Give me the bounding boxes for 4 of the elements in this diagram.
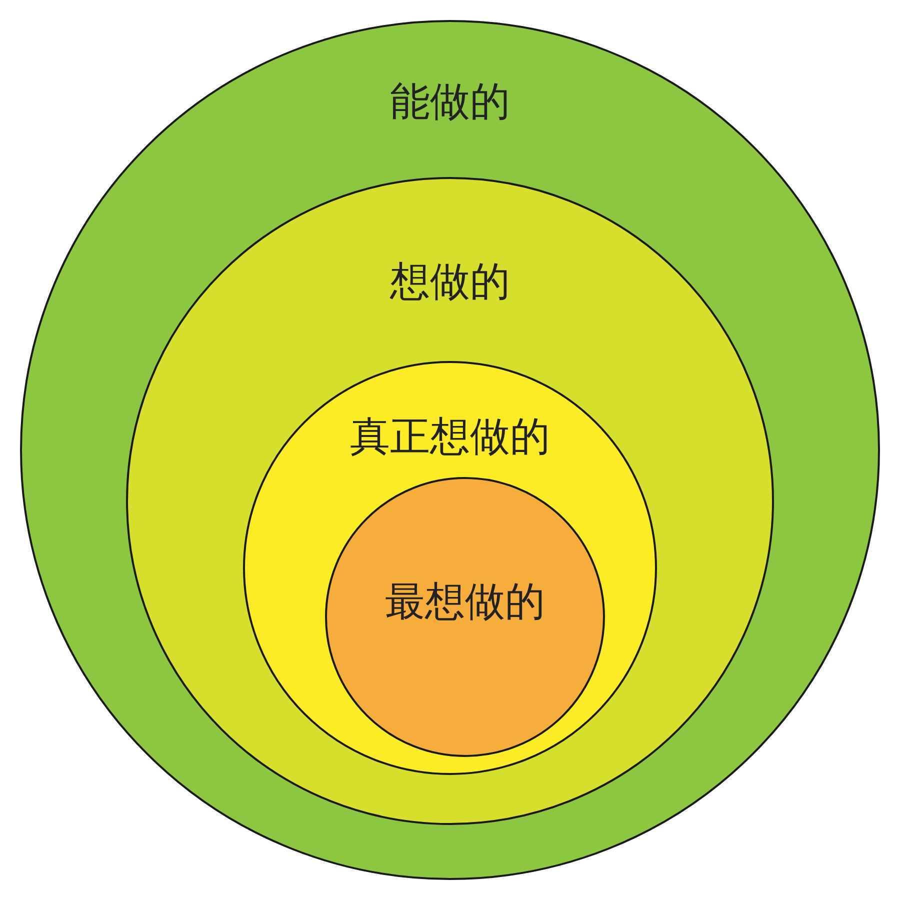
circle-label: 最想做的 — [385, 578, 545, 626]
circle-label: 真正想做的 — [350, 413, 550, 461]
circle-label: 想做的 — [390, 258, 510, 306]
circle-label: 能做的 — [390, 78, 510, 126]
